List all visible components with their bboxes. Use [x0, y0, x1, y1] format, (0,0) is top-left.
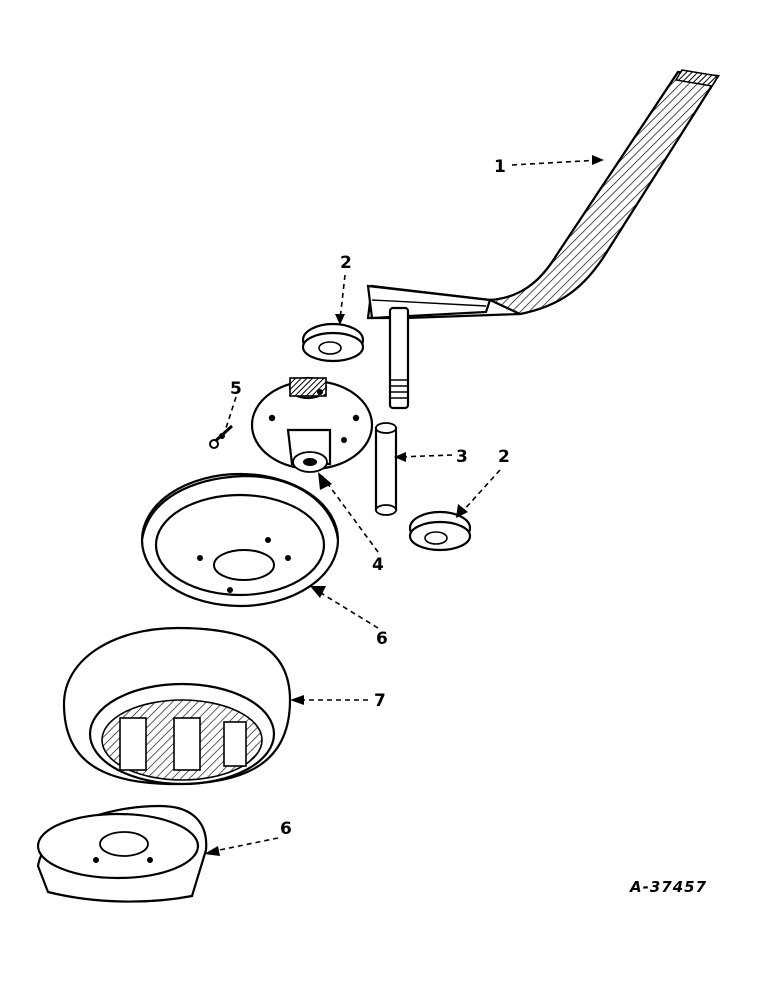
callout-1: 1 [494, 157, 506, 177]
callout-3: 3 [456, 447, 468, 467]
callout-2-upper: 2 [340, 253, 352, 273]
leader-line-2b [461, 469, 501, 513]
callout-6-lower: 6 [280, 819, 292, 839]
leader-line-1 [511, 159, 601, 166]
leader-line-2a [339, 274, 346, 321]
leader-line-3 [397, 454, 453, 458]
tire-part [62, 626, 292, 786]
leader-line-4 [321, 475, 379, 553]
wheel-half-upper-part [140, 472, 340, 608]
wheel-hub-part [250, 376, 374, 473]
bearing-cone-upper-part [301, 322, 365, 363]
handle-bar-part [366, 69, 720, 320]
threaded-stud-part [388, 306, 410, 410]
callout-5: 5 [230, 379, 242, 399]
axle-sleeve-part [374, 422, 398, 516]
set-screw-part [209, 424, 234, 449]
callout-7: 7 [374, 691, 386, 711]
callout-4: 4 [372, 555, 384, 575]
callout-2-lower: 2 [498, 447, 510, 467]
leader-lines [204, 155, 604, 856]
wheel-half-lower-part [36, 804, 208, 903]
figure-number: A-37457 [629, 878, 707, 896]
callout-6-upper: 6 [376, 629, 388, 649]
bearing-cone-lower-part [408, 510, 472, 552]
leader-line-6b [209, 837, 279, 853]
leader-line-5 [225, 396, 237, 429]
leader-line-6a [315, 589, 379, 629]
